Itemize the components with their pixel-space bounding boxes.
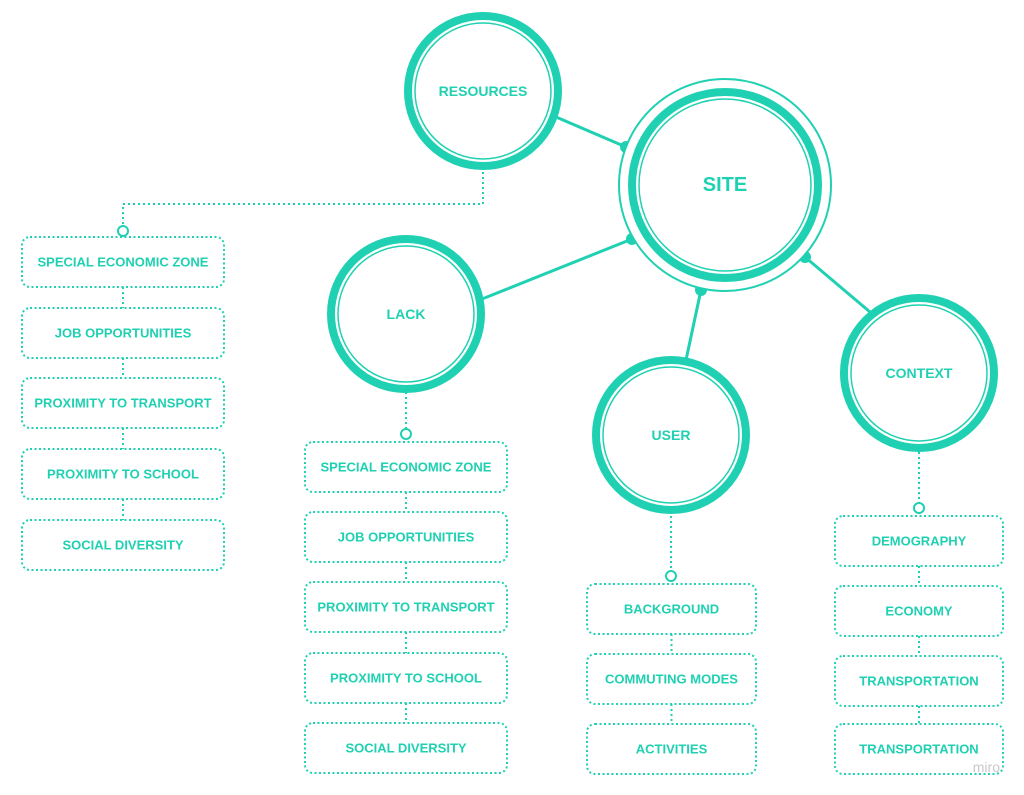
node-user[interactable]: USER xyxy=(592,356,750,514)
miro-watermark: miro xyxy=(973,759,1000,775)
connector-site-user xyxy=(684,289,703,361)
user-list-item-label: BACKGROUND xyxy=(624,602,719,617)
lack-list-box xyxy=(304,511,508,563)
resources-list-box xyxy=(21,448,225,500)
user-list-item[interactable]: COMMUTING MODES xyxy=(586,653,757,705)
lack-list-box xyxy=(304,722,508,774)
lack-list-item[interactable]: SPECIAL ECONOMIC ZONE xyxy=(304,441,508,493)
lack-list-item[interactable]: SOCIAL DIVERSITY xyxy=(304,722,508,774)
node-lack[interactable]: LACK xyxy=(327,235,485,393)
lack-list-box xyxy=(304,441,508,493)
context-list-box xyxy=(834,585,1004,637)
resources-list-box xyxy=(21,307,225,359)
user-list-box xyxy=(586,723,757,775)
user-list-item-label: ACTIVITIES xyxy=(636,742,708,757)
resources-list-item[interactable]: PROXIMITY TO TRANSPORT xyxy=(21,377,225,429)
user-list-item[interactable]: BACKGROUND xyxy=(586,583,757,635)
user-list-box xyxy=(586,653,757,705)
resources-list-box xyxy=(21,519,225,571)
resources-list-box xyxy=(21,377,225,429)
context-list-item-label: TRANSPORTATION xyxy=(859,674,978,689)
node-site[interactable]: SITE xyxy=(618,78,832,292)
resources-list-item[interactable]: JOB OPPORTUNITIES xyxy=(21,307,225,359)
connector-resources-list xyxy=(122,172,484,226)
node-context[interactable]: CONTEXT xyxy=(840,294,998,452)
connector-site-context xyxy=(804,255,871,314)
resources-list-item-label: PROXIMITY TO SCHOOL xyxy=(47,467,199,482)
node-lack-label: LACK xyxy=(387,306,426,322)
context-list-item[interactable]: TRANSPORTATION xyxy=(834,723,1004,775)
junction-ring-user xyxy=(665,570,677,582)
resources-list-item-label: SPECIAL ECONOMIC ZONE xyxy=(38,255,209,270)
context-list-item[interactable]: TRANSPORTATION xyxy=(834,655,1004,707)
resources-list-item-label: JOB OPPORTUNITIES xyxy=(55,326,192,341)
node-user-label: USER xyxy=(652,427,691,443)
connector-site-resources xyxy=(555,115,627,149)
resources-list-item-label: SOCIAL DIVERSITY xyxy=(62,538,183,553)
resources-list-item[interactable]: SOCIAL DIVERSITY xyxy=(21,519,225,571)
node-resources-label: RESOURCES xyxy=(439,83,528,99)
context-list-item-label: TRANSPORTATION xyxy=(859,742,978,757)
resources-list-item[interactable]: SPECIAL ECONOMIC ZONE xyxy=(21,236,225,288)
context-list-item-label: DEMOGRAPHY xyxy=(872,534,967,549)
junction-ring-resources xyxy=(117,225,129,237)
connector-site-lack xyxy=(481,237,633,301)
junction-ring-context xyxy=(913,502,925,514)
node-site-label: SITE xyxy=(703,174,747,196)
lack-list-item[interactable]: JOB OPPORTUNITIES xyxy=(304,511,508,563)
context-list-box xyxy=(834,515,1004,567)
context-list-item[interactable]: DEMOGRAPHY xyxy=(834,515,1004,567)
context-list-box xyxy=(834,655,1004,707)
junction-ring-lack xyxy=(400,428,412,440)
lack-list-item-label: SOCIAL DIVERSITY xyxy=(345,741,466,756)
user-list-item[interactable]: ACTIVITIES xyxy=(586,723,757,775)
resources-list-item[interactable]: PROXIMITY TO SCHOOL xyxy=(21,448,225,500)
lack-list-box xyxy=(304,581,508,633)
user-list-item-label: COMMUTING MODES xyxy=(605,672,738,687)
context-list-item-label: ECONOMY xyxy=(885,604,953,619)
context-list-box xyxy=(834,723,1004,775)
context-list-item[interactable]: ECONOMY xyxy=(834,585,1004,637)
node-resources[interactable]: RESOURCES xyxy=(404,12,562,170)
lack-list-item[interactable]: PROXIMITY TO TRANSPORT xyxy=(304,581,508,633)
lack-list-item-label: JOB OPPORTUNITIES xyxy=(338,530,475,545)
lack-list-item-label: PROXIMITY TO TRANSPORT xyxy=(317,600,494,615)
lack-list-box xyxy=(304,652,508,704)
node-context-label: CONTEXT xyxy=(886,365,953,381)
lack-list-item-label: SPECIAL ECONOMIC ZONE xyxy=(321,460,492,475)
resources-list-item-label: PROXIMITY TO TRANSPORT xyxy=(34,396,211,411)
resources-list-box xyxy=(21,236,225,288)
lack-list-item[interactable]: PROXIMITY TO SCHOOL xyxy=(304,652,508,704)
lists-layer: SPECIAL ECONOMIC ZONE JOB OPPORTUNITIES PR… xyxy=(21,236,1004,775)
user-list-box xyxy=(586,583,757,635)
lack-list-item-label: PROXIMITY TO SCHOOL xyxy=(330,671,482,686)
